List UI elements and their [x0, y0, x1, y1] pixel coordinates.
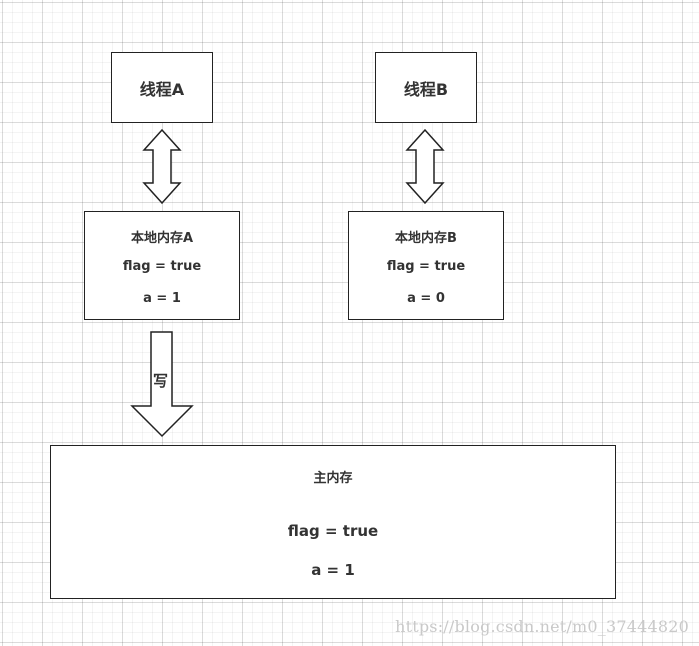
double-arrow-thread-a: [142, 128, 182, 205]
local-memory-b-title: 本地内存B: [395, 231, 457, 246]
main-memory-flag: flag = true: [287, 522, 379, 540]
watermark: https://blog.csdn.net/m0_37444820: [395, 617, 689, 636]
local-memory-a-box: 本地内存A flag = true a = 1: [84, 211, 240, 320]
local-memory-a-value: a = 1: [143, 291, 181, 306]
write-arrow-label: 写: [153, 372, 169, 390]
local-memory-a-title: 本地内存A: [130, 231, 194, 246]
thread-b-box: 线程B: [375, 52, 477, 123]
local-memory-a-flag: flag = true: [122, 259, 202, 274]
main-memory-box: 主内存 flag = true a = 1: [50, 445, 616, 599]
local-memory-b-value: a = 0: [407, 291, 445, 306]
local-memory-b-flag: flag = true: [386, 259, 466, 274]
main-memory-title: 主内存: [313, 471, 353, 486]
write-arrow: [130, 331, 194, 438]
thread-b-label: 线程B: [403, 79, 449, 99]
local-memory-b-box: 本地内存B flag = true a = 0: [348, 211, 504, 320]
thread-a-label: 线程A: [139, 79, 185, 99]
double-arrow-thread-b: [405, 128, 445, 205]
thread-a-box: 线程A: [111, 52, 213, 123]
main-memory-value: a = 1: [311, 561, 355, 579]
